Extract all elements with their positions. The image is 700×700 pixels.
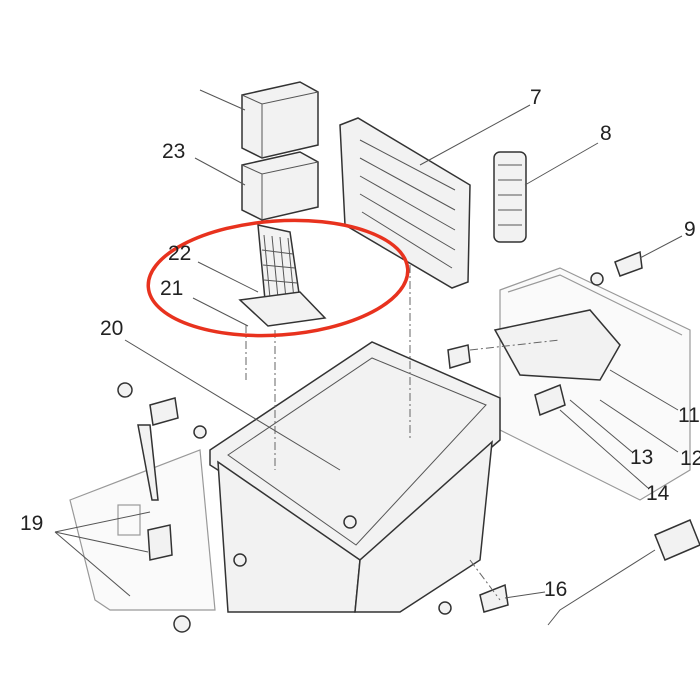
- label-7: 7: [530, 86, 542, 109]
- fitting-13: [534, 383, 566, 417]
- label-22: 22: [168, 242, 191, 265]
- left-fittings: [117, 382, 207, 633]
- main-filter-box: [209, 341, 501, 613]
- label-20: 20: [100, 317, 123, 340]
- left-housing-ghost: [69, 449, 216, 611]
- uvc-cartridge: [493, 151, 527, 243]
- highlight-ellipse: [146, 218, 410, 338]
- label-12: 12: [680, 447, 700, 470]
- label-11: 11: [678, 404, 700, 427]
- label-9: 9: [684, 218, 696, 241]
- label-13: 13: [630, 446, 653, 469]
- foam-block-upper: [241, 81, 319, 159]
- label-14: 14: [646, 482, 670, 505]
- fitting-14: [447, 344, 471, 369]
- label-23: 23: [162, 140, 185, 163]
- label-8: 8: [600, 122, 612, 145]
- foam-block-lower: [241, 151, 319, 221]
- fitting-16: [438, 583, 509, 615]
- label-16: 16: [544, 578, 567, 601]
- filter-grid-insert: [238, 224, 327, 327]
- right-housing-ghost: [499, 267, 691, 501]
- pump-unit-11-12: [493, 309, 621, 381]
- label-19: 19: [20, 512, 43, 535]
- hose-fitting-9: [590, 250, 643, 286]
- label-21: 21: [160, 277, 183, 300]
- power-supply: [547, 519, 700, 626]
